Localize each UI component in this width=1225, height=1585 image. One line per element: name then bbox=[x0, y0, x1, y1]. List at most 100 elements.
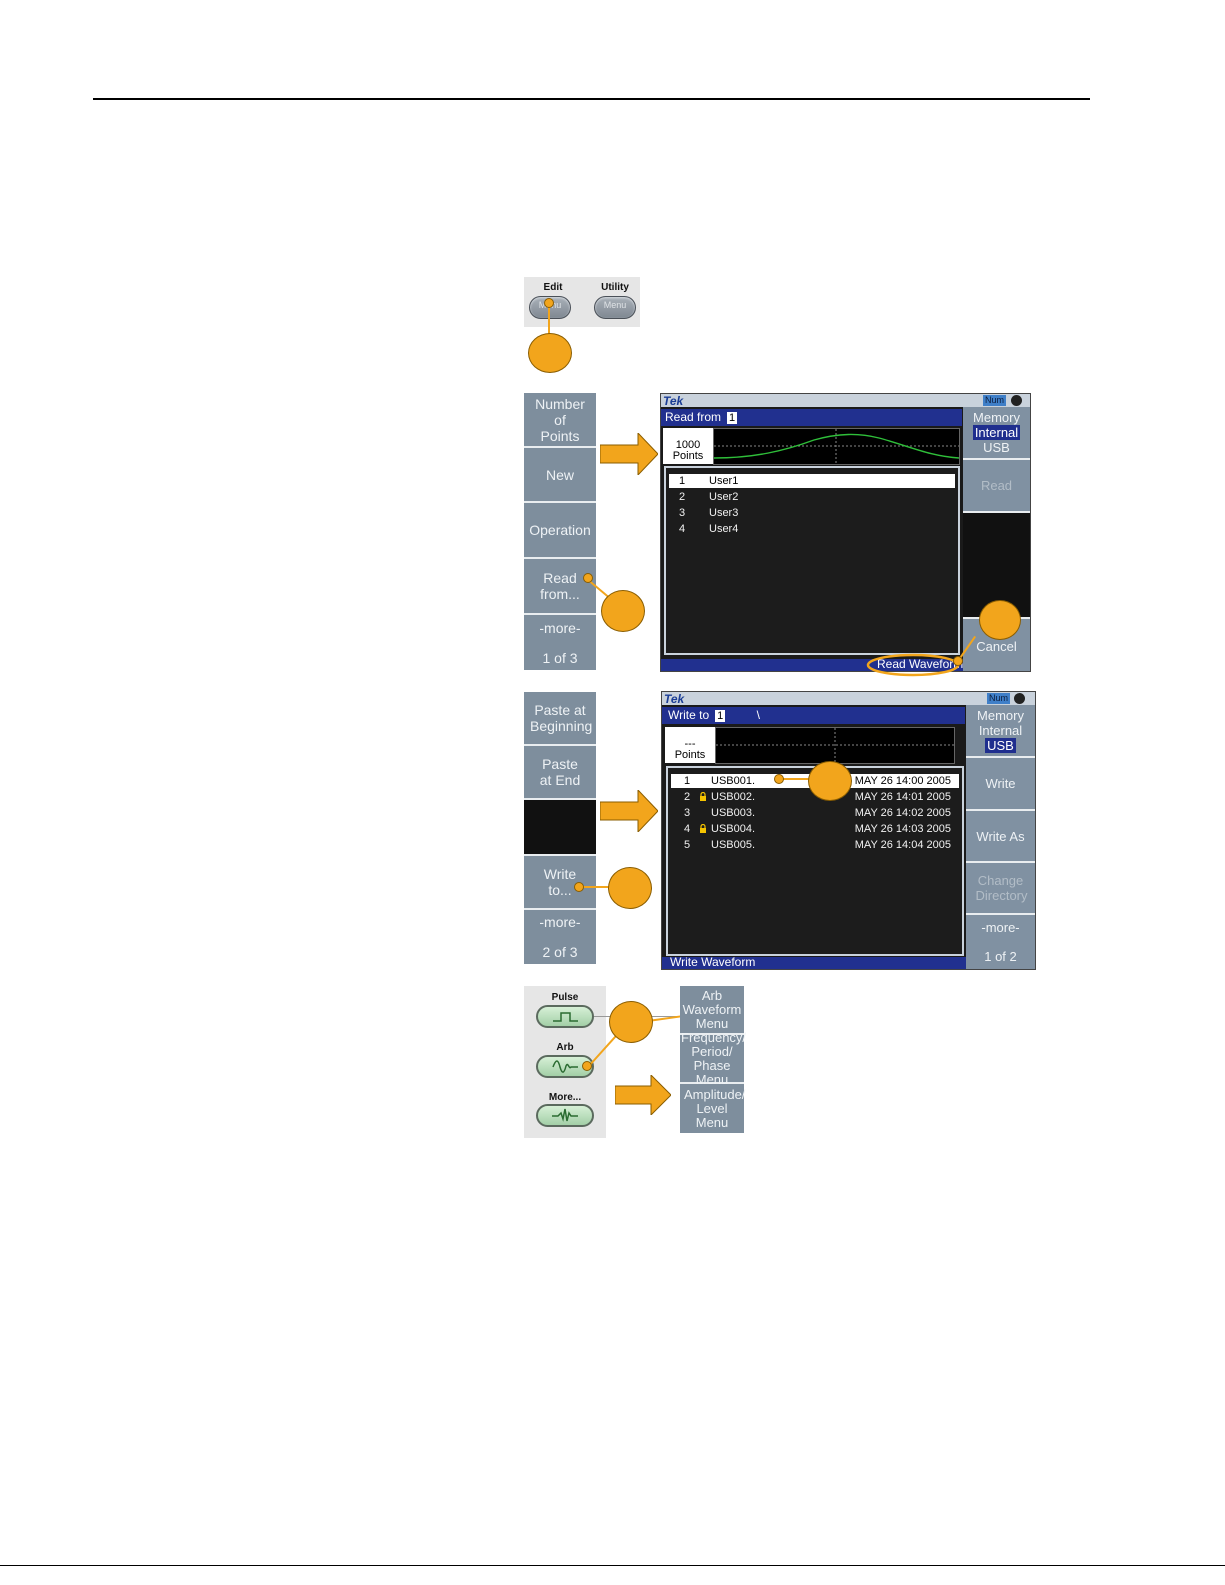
soft-key-frequency-period-phase-menu[interactable]: Frequency/ Period/ Phase Menu bbox=[680, 1030, 746, 1086]
item-name: USB002. bbox=[711, 791, 756, 803]
soft-key-more[interactable]: -more- 1 of 2 bbox=[966, 915, 1035, 969]
item-name: User3 bbox=[709, 507, 739, 519]
item-number: 4 bbox=[684, 823, 691, 835]
callout-marker bbox=[528, 333, 572, 373]
soft-key-label: Frequency/ Period/ Phase Menu bbox=[681, 1029, 747, 1087]
item-name: USB003. bbox=[711, 807, 756, 819]
bottom-rule bbox=[0, 1565, 1225, 1566]
more-key-label: More... bbox=[548, 1092, 582, 1103]
item-name: USB004. bbox=[711, 823, 756, 835]
status-bar bbox=[661, 394, 1030, 407]
menu-page-indicator: 1 of 3 bbox=[542, 649, 578, 666]
memory-label: Memory bbox=[973, 410, 1020, 425]
utility-key-label: Utility bbox=[601, 282, 629, 293]
soft-key-memory[interactable]: Memory Internal USB bbox=[963, 407, 1030, 460]
item-date: MAY 26 14:03 2005 bbox=[854, 823, 951, 835]
callout-dot bbox=[574, 882, 584, 892]
read-screen-side-menu: Memory Internal USB Read Cancel bbox=[963, 407, 1030, 671]
lock-icon bbox=[700, 824, 706, 833]
callout-marker bbox=[608, 867, 652, 909]
write-to-value[interactable]: 1 bbox=[715, 710, 726, 722]
tab-read-waveform[interactable]: Read Waveform bbox=[877, 657, 964, 671]
soft-key-number-of-points[interactable]: Number of Points bbox=[524, 393, 596, 448]
callout-marker bbox=[601, 590, 645, 632]
soft-key-read-from[interactable]: Read from... bbox=[524, 559, 596, 615]
item-date: MAY 26 14:04 2005 bbox=[854, 839, 951, 851]
soft-key-more[interactable]: -more- 2 of 3 bbox=[524, 910, 596, 964]
menu-page-indicator: 1 of 2 bbox=[984, 949, 1017, 964]
soft-key-write-to[interactable]: Write to... bbox=[524, 856, 596, 910]
soft-key-read[interactable]: Read bbox=[963, 460, 1030, 513]
soft-key-arb-waveform-menu[interactable]: Arb Waveform Menu bbox=[680, 986, 744, 1035]
menu-page-indicator: 2 of 3 bbox=[542, 944, 578, 960]
soft-key-write-as[interactable]: Write As bbox=[966, 811, 1035, 863]
memory-option-usb: USB bbox=[985, 738, 1016, 753]
soft-key-write[interactable]: Write bbox=[966, 758, 1035, 811]
soft-key-label: Read from... bbox=[540, 570, 580, 602]
knob-icon bbox=[1014, 693, 1025, 704]
points-readout: --- Points bbox=[665, 727, 715, 763]
item-name: USB005. bbox=[711, 839, 756, 851]
front-panel-menu-keys: Edit Utility Menu Menu bbox=[524, 277, 640, 327]
read-from-value[interactable]: 1 bbox=[727, 412, 738, 424]
list-item[interactable]: 3 User3 bbox=[669, 506, 955, 520]
knob-icon bbox=[1011, 395, 1022, 406]
arrow-icon bbox=[615, 1075, 671, 1115]
soft-key-new[interactable]: New bbox=[524, 448, 596, 503]
list-item[interactable]: 4 USB004. MAY 26 14:03 2005 bbox=[671, 822, 959, 836]
item-date: MAY 26 14:00 2005 bbox=[854, 775, 951, 787]
tek-logo: Tek bbox=[663, 394, 684, 408]
pulse-key-label: Pulse bbox=[551, 992, 579, 1003]
more-wave-icon bbox=[552, 1108, 578, 1122]
tab-write-waveform[interactable]: Write Waveform bbox=[670, 955, 756, 969]
callout-leader bbox=[778, 778, 812, 780]
lock-icon bbox=[700, 792, 706, 801]
item-number: 3 bbox=[679, 507, 686, 519]
write-to-label: Write to bbox=[668, 708, 710, 722]
list-item[interactable]: 5 USB005. MAY 26 14:04 2005 bbox=[671, 838, 959, 852]
arb-soft-menu: Arb Waveform Menu Frequency/ Period/ Pha… bbox=[680, 986, 746, 1133]
item-number: 5 bbox=[684, 839, 691, 851]
callout-marker bbox=[979, 600, 1021, 640]
soft-key-paste-at-end[interactable]: Paste at End bbox=[524, 746, 596, 800]
item-date: MAY 26 14:02 2005 bbox=[854, 807, 951, 819]
soft-key-label: -more- bbox=[981, 920, 1020, 935]
item-name: User1 bbox=[709, 475, 739, 487]
arb-button[interactable] bbox=[536, 1055, 594, 1078]
num-badge: Num bbox=[987, 693, 1011, 704]
points-value: --- bbox=[684, 738, 696, 750]
callout-dot bbox=[774, 774, 784, 784]
tek-logo: Tek bbox=[664, 692, 685, 706]
points-readout: 1000 Points bbox=[663, 428, 713, 464]
soft-key-change-directory[interactable]: Change Directory bbox=[966, 863, 1035, 915]
soft-key-memory[interactable]: Memory Internal USB bbox=[966, 705, 1035, 758]
highlight-ellipse bbox=[866, 653, 960, 677]
pulse-button[interactable] bbox=[536, 1005, 594, 1028]
write-to-path: \ bbox=[756, 708, 760, 722]
item-date: MAY 26 14:01 2005 bbox=[854, 791, 951, 803]
utility-menu-button[interactable]: Menu bbox=[594, 296, 636, 319]
read-soft-menu: Number of Points New Operation Read from… bbox=[524, 393, 596, 670]
soft-key-amplitude-level-menu[interactable]: Amplitude/ Level Menu bbox=[680, 1084, 745, 1133]
soft-key-operation[interactable]: Operation bbox=[524, 503, 596, 559]
soft-key-more[interactable]: -more- 1 of 3 bbox=[524, 615, 596, 670]
arb-key-label: Arb bbox=[556, 1042, 574, 1053]
edit-soft-menu: Paste at Beginning Paste at End Write to… bbox=[524, 692, 596, 964]
soft-key-paste-at-beginning[interactable]: Paste at Beginning bbox=[524, 692, 596, 746]
soft-key-label: Read bbox=[980, 478, 1013, 493]
more-button[interactable] bbox=[536, 1104, 594, 1127]
callout-marker bbox=[609, 1001, 653, 1043]
tab-bar bbox=[661, 659, 963, 671]
soft-key-label: Paste at End bbox=[539, 756, 581, 788]
callout-marker bbox=[808, 761, 852, 801]
num-badge: Num bbox=[983, 395, 1007, 406]
utility-menu-button-label: Menu bbox=[603, 300, 627, 310]
